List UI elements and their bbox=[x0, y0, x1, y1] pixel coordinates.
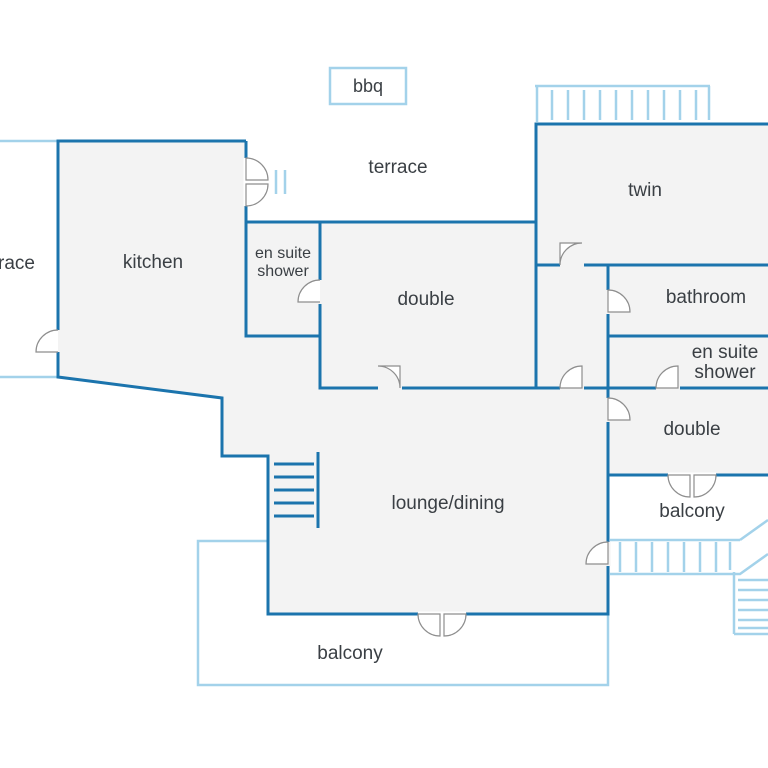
ensuite-shower-1-label-line2: shower bbox=[257, 263, 309, 280]
walls bbox=[56, 122, 768, 616]
double-2-label: double bbox=[663, 419, 720, 440]
twin-label: twin bbox=[628, 180, 662, 201]
ensuite-shower-1-label-line1: en suite bbox=[255, 245, 311, 262]
double-1-label: double bbox=[397, 289, 454, 310]
kitchen-label: kitchen bbox=[123, 252, 183, 273]
bathroom-label: bathroom bbox=[666, 287, 746, 308]
interior-fill bbox=[58, 124, 768, 614]
terrace-left-label: race bbox=[0, 253, 35, 274]
bottom-balcony-outline bbox=[196, 539, 610, 687]
left-terrace-outline bbox=[0, 139, 58, 379]
interior-stairs bbox=[274, 452, 320, 528]
doors bbox=[35, 157, 717, 637]
room-labels: bbq terrace race kitchen en suite shower… bbox=[0, 76, 758, 664]
terrace-top-label: terrace bbox=[368, 157, 427, 178]
ensuite-shower-2-label-line2: shower bbox=[694, 362, 756, 383]
outdoor-stairs bbox=[732, 572, 768, 636]
right-balcony-outline bbox=[610, 552, 768, 576]
bbq-label: bbq bbox=[353, 76, 383, 96]
balcony-bottom-label: balcony bbox=[317, 643, 383, 664]
top-railing bbox=[535, 84, 711, 122]
ensuite-shower-2-label-line1: en suite bbox=[692, 342, 759, 363]
balcony-right-label: balcony bbox=[659, 501, 725, 522]
right-railing bbox=[610, 518, 768, 572]
outdoor-areas bbox=[0, 66, 768, 687]
bbq-box bbox=[328, 66, 408, 106]
lounge-dining-label: lounge/dining bbox=[391, 493, 504, 514]
